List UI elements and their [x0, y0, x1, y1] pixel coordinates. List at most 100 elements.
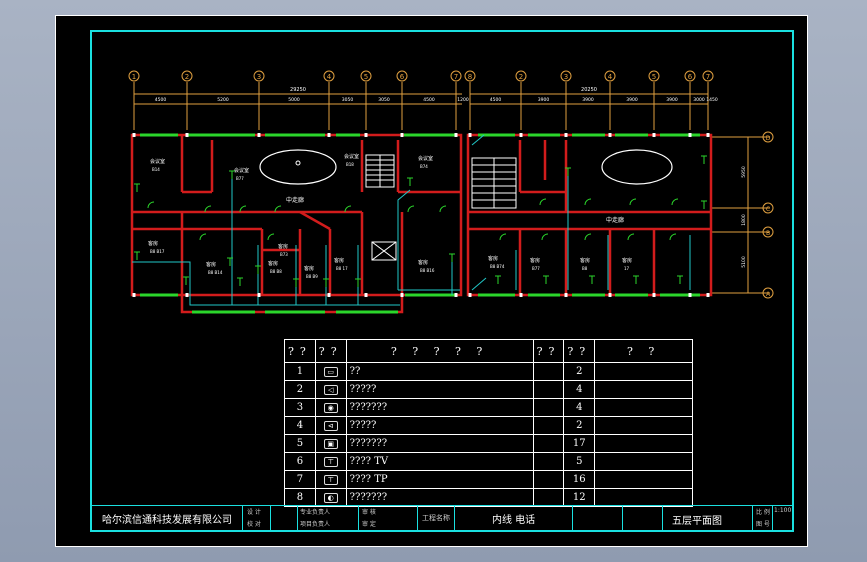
outlet-icon: [701, 200, 707, 209]
column-node: [468, 133, 472, 137]
svg-text:B73: B73: [280, 252, 288, 257]
svg-text:A: A: [766, 291, 771, 298]
svg-text:B8 B14: B8 B14: [208, 270, 223, 275]
svg-text:B8 B16: B8 B16: [420, 268, 435, 273]
column-node: [400, 133, 404, 137]
legend-count: 4: [563, 398, 596, 417]
label-discipline-lead: 专业负责人: [300, 509, 331, 516]
row-bubble: A: [762, 287, 774, 299]
column-node: [564, 133, 568, 137]
dim-text: 1200: [457, 97, 469, 103]
svg-text:B8 B9: B8 B9: [306, 274, 318, 279]
dim-text: 3000: [693, 97, 705, 103]
legend-count: 4: [563, 380, 596, 399]
legend-unit: [532, 362, 565, 381]
door-swing: [629, 198, 637, 206]
legend-remark: [594, 398, 693, 417]
legend-header-symbol: ??: [314, 339, 347, 363]
svg-text:4: 4: [608, 73, 613, 81]
legend-count: 2: [563, 362, 596, 381]
outlet-icon: [449, 253, 455, 262]
outlet-icon: [677, 275, 683, 284]
axis-bubble: 3: [253, 70, 265, 82]
axis-bubble: 1: [128, 70, 140, 82]
scale-value: 1:100: [774, 507, 792, 514]
outlet-icon: [293, 278, 299, 287]
column-node: [364, 293, 368, 297]
dim-text: 3900: [582, 97, 594, 103]
label-review: 审 核: [362, 509, 376, 516]
svg-text:1: 1: [132, 73, 136, 81]
label-sheet-no: 图 号: [756, 521, 770, 528]
legend-remark: [594, 452, 693, 471]
conference-table-right: [601, 149, 673, 185]
drawing-content: 内线 电话: [492, 515, 536, 526]
column-node: [688, 133, 692, 137]
axis-bubble: 7: [702, 70, 714, 82]
door-swing: [627, 233, 635, 241]
row-bubble: D: [762, 131, 774, 143]
legend-name: ???? TV: [345, 452, 534, 471]
svg-text:17: 17: [624, 266, 630, 271]
legend-name: ???????: [345, 398, 534, 417]
svg-text:6: 6: [688, 73, 693, 81]
door-swing: [407, 205, 415, 213]
legend-unit: [532, 452, 565, 471]
outlet-icon: [134, 183, 140, 192]
label-project-name: 工程名称: [422, 514, 450, 522]
svg-text:2: 2: [519, 73, 523, 81]
column-node: [454, 133, 458, 137]
column-node: [706, 133, 710, 137]
legend-symbol-icon: ⊤: [323, 457, 338, 467]
legend-remark: [594, 362, 693, 381]
dim-text: 5000: [288, 97, 300, 103]
column-node: [688, 293, 692, 297]
column-node: [185, 133, 189, 137]
drawing-title: 五层平面图: [672, 516, 722, 527]
room-label: 客房 B8 B74: [488, 255, 505, 269]
legend-symbol-icon: ⊲: [323, 421, 338, 431]
cable-runs: [132, 134, 691, 306]
windows-left: [140, 133, 455, 314]
total-dim-left: 29250: [290, 87, 306, 93]
svg-text:客房: 客房: [488, 255, 498, 262]
legend-unit: [532, 398, 565, 417]
legend-row: 5▣???????17: [284, 434, 693, 453]
svg-text:会议室: 会议室: [234, 167, 249, 174]
corridor-label-right: 中走廊: [606, 216, 624, 224]
svg-text:6: 6: [400, 73, 405, 81]
door-swing: [671, 198, 679, 206]
svg-text:B8 B74: B8 B74: [490, 264, 505, 269]
column-node: [608, 293, 612, 297]
title-block: 哈尔滨信通科技发展有限公司 设 计 校 对 专业负责人 项目负责人 审 核 审 …: [91, 505, 793, 531]
column-node: [400, 293, 404, 297]
dim-text: 5200: [217, 97, 229, 103]
legend-header-unit: ??: [532, 339, 565, 363]
legend-no: 6: [284, 452, 316, 471]
legend-symbol: ◉: [314, 398, 347, 417]
svg-text:5: 5: [364, 73, 368, 81]
axis-bubble: 4: [604, 70, 616, 82]
axis-bubble: 2: [181, 70, 193, 82]
door-swing: [274, 205, 282, 213]
label-check: 校 对: [247, 521, 261, 528]
column-node: [454, 293, 458, 297]
svg-text:B14: B14: [152, 167, 160, 172]
legend-symbol: ⊤: [314, 470, 347, 489]
legend-row: 4⊲?????2: [284, 416, 693, 435]
row-bubble: B: [762, 226, 774, 238]
column-node: [706, 293, 710, 297]
conference-table-left: [259, 149, 337, 185]
svg-text:B: B: [766, 230, 770, 237]
legend-header-row: ?? ?? ? ? ? ? ? ?? ?? ? ?: [284, 339, 693, 363]
legend-remark: [594, 434, 693, 453]
svg-text:B8 B8: B8 B8: [270, 269, 282, 274]
legend-unit: [532, 488, 565, 507]
svg-text:会议室: 会议室: [150, 158, 165, 165]
outlet-icon: [495, 275, 501, 284]
door-swing: [239, 205, 247, 213]
